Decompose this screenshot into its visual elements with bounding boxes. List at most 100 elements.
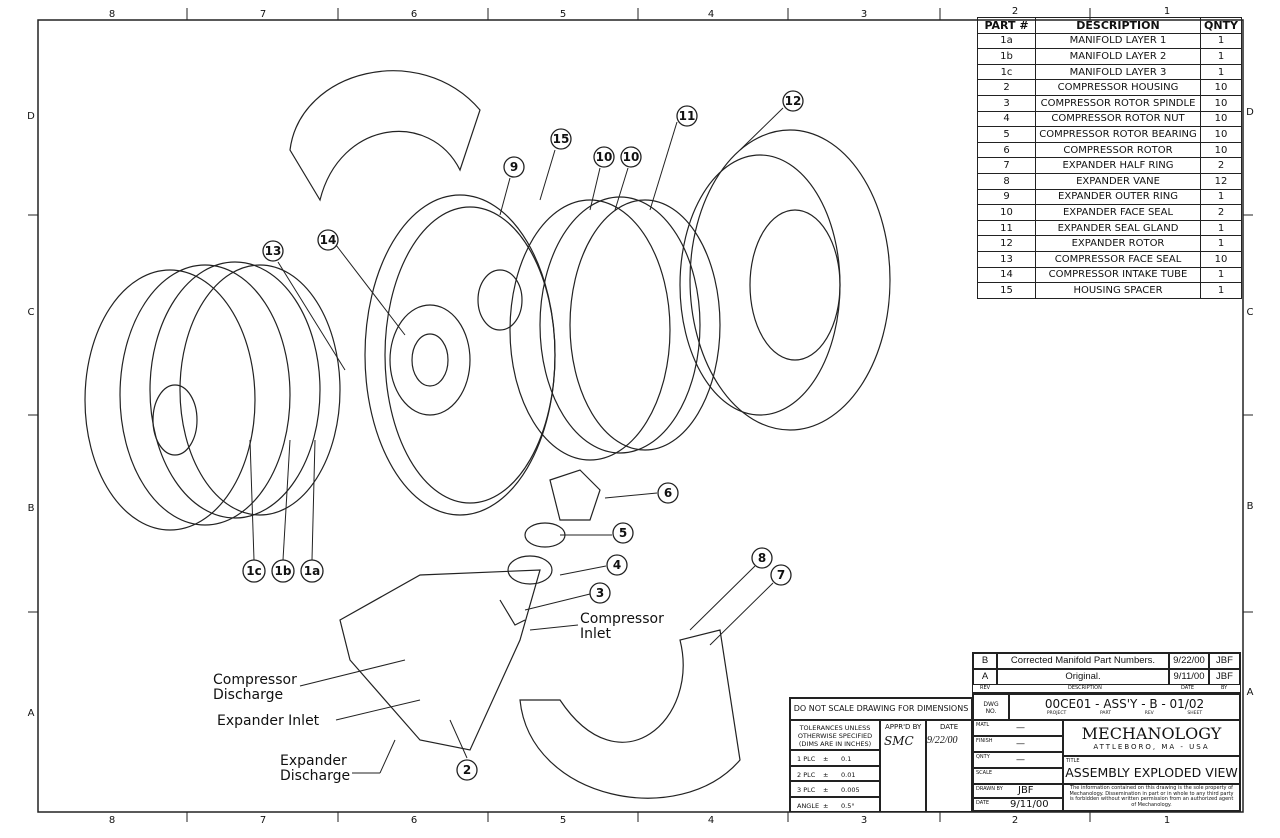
svg-text:10: 10	[623, 150, 640, 164]
balloon-1a: 1a	[300, 559, 324, 583]
bom-description: HOUSING SPACER	[1035, 282, 1201, 299]
zone-col-label: 4	[708, 9, 714, 20]
part-expander-half-ring-top	[289, 70, 481, 202]
bom-description: COMPRESSOR FACE SEAL	[1035, 250, 1201, 268]
tolerance-value: 0.01	[841, 770, 856, 779]
bom-description: EXPANDER ROTOR	[1035, 235, 1201, 252]
dwg-no-label-line: NO.	[985, 708, 997, 715]
finish-cell: FINISH—	[973, 736, 1063, 752]
part-compressor-rotor	[549, 469, 601, 521]
svg-text:8: 8	[758, 551, 766, 565]
tolerance-pm: ±	[823, 755, 829, 763]
zone-col-label: 6	[411, 815, 417, 826]
date-value: 9/11/00	[1010, 799, 1049, 810]
bom-part-number: 1b	[977, 48, 1036, 65]
proprietary-notice: The information contained on this drawin…	[1063, 784, 1240, 811]
bom-description: EXPANDER FACE SEAL	[1035, 204, 1201, 221]
rev-header: REV	[980, 685, 991, 691]
tolerance-label: 2 PLC	[797, 770, 816, 779]
svg-text:12: 12	[785, 94, 802, 108]
company-location: ATTLEBORO, MA - USA	[1093, 743, 1210, 751]
zone-row-label: C	[1247, 307, 1254, 318]
bom-part-number: 6	[977, 141, 1036, 159]
matl-value: —	[1016, 723, 1025, 733]
zone-col-label: 1	[1164, 815, 1170, 826]
bom-description: MANIFOLD LAYER 1	[1035, 32, 1201, 50]
svg-text:13: 13	[265, 244, 282, 258]
balloon-12: 12	[782, 90, 804, 112]
zone-row-label: D	[1246, 107, 1254, 118]
svg-text:7: 7	[777, 568, 785, 582]
dwg-part-label: SHEET	[1187, 711, 1203, 716]
bom-part-number: 13	[977, 250, 1036, 268]
part-expander-seal-gland	[569, 199, 721, 451]
tolerance-label: ANGLE	[797, 801, 820, 810]
svg-text:1a: 1a	[304, 564, 320, 578]
tolerance-label: 1 PLC	[797, 755, 816, 763]
bom-part-number: 15	[977, 282, 1036, 299]
bom-description: COMPRESSOR INTAKE TUBE	[1035, 266, 1201, 284]
tolerance-row: 1 PLC±0.1	[790, 750, 880, 766]
part-housing-spacer	[364, 194, 556, 516]
balloon-1c: 1c	[242, 559, 266, 583]
exploded-view	[84, 70, 891, 799]
tolerance-row: 3 PLC±0.005	[790, 781, 880, 797]
zone-col-label: 3	[861, 815, 867, 826]
dwg-number: 00CE01 - ASS'Y - B - 01/02	[1044, 697, 1205, 711]
callout-expander-inlet: Expander Inlet	[217, 713, 320, 729]
dwg-no-parts: PROJECT PART REV SHEET	[1010, 711, 1239, 716]
bom-quantity: 2	[1200, 157, 1242, 174]
balloon-11: 11	[676, 105, 698, 127]
bom-header-qnty: QNTY	[1200, 17, 1242, 34]
tolerance-value: 0.005	[841, 786, 860, 794]
bom-description: EXPANDER VANE	[1035, 172, 1201, 190]
dwg-part-label: REV	[1144, 711, 1154, 716]
tolerance-heading: TOLERANCES UNLESS OTHERWISE SPECIFIED (D…	[790, 720, 880, 750]
zone-col-label: 2	[1012, 815, 1018, 826]
bom-description: EXPANDER SEAL GLAND	[1035, 219, 1201, 237]
rev-header: BY	[1221, 685, 1228, 691]
company-name: MECHANOLOGY	[1081, 724, 1222, 743]
qnty-value: —	[1016, 755, 1025, 765]
svg-text:1c: 1c	[246, 564, 261, 578]
balloon-9: 9	[503, 156, 525, 178]
title-cell: TITLE ASSEMBLY EXPLODED VIEW	[1063, 756, 1240, 784]
callouts: Compressor Inlet Compressor Discharge Ex…	[213, 611, 664, 784]
svg-text:1b: 1b	[275, 564, 292, 578]
dwg-part-label: PROJECT	[1046, 711, 1067, 716]
bom-description: MANIFOLD LAYER 2	[1035, 48, 1201, 65]
qnty-cell: QNTY —	[973, 752, 1063, 768]
bom-header-description: DESCRIPTION	[1035, 17, 1201, 34]
dwg-part-label: PART	[1099, 711, 1112, 716]
balloon-10: 10	[620, 146, 642, 168]
balloon-1b: 1b	[271, 559, 295, 583]
zone-col-label: 1	[1164, 6, 1170, 17]
bom-part-number: 5	[977, 126, 1036, 143]
bom-quantity: 10	[1200, 110, 1242, 128]
zone-col-label: 4	[708, 815, 714, 826]
drawing-border	[37, 19, 1244, 813]
part-compressor-rotor-spindle	[499, 599, 526, 626]
tolerance-row: ANGLE±0.5°	[790, 796, 880, 812]
svg-text:15: 15	[553, 132, 570, 146]
bom-header-part: PART #	[977, 17, 1036, 34]
zone-col-label: 7	[260, 9, 266, 20]
bom-quantity: 1	[1200, 63, 1242, 81]
bom-quantity: 10	[1200, 94, 1242, 112]
qnty-label: QNTY	[976, 754, 990, 760]
bom-description: EXPANDER OUTER RING	[1035, 188, 1201, 206]
finish-label: FINISH	[976, 738, 993, 744]
bom-quantity: 10	[1200, 250, 1242, 268]
bom-description: MANIFOLD LAYER 3	[1035, 63, 1201, 81]
